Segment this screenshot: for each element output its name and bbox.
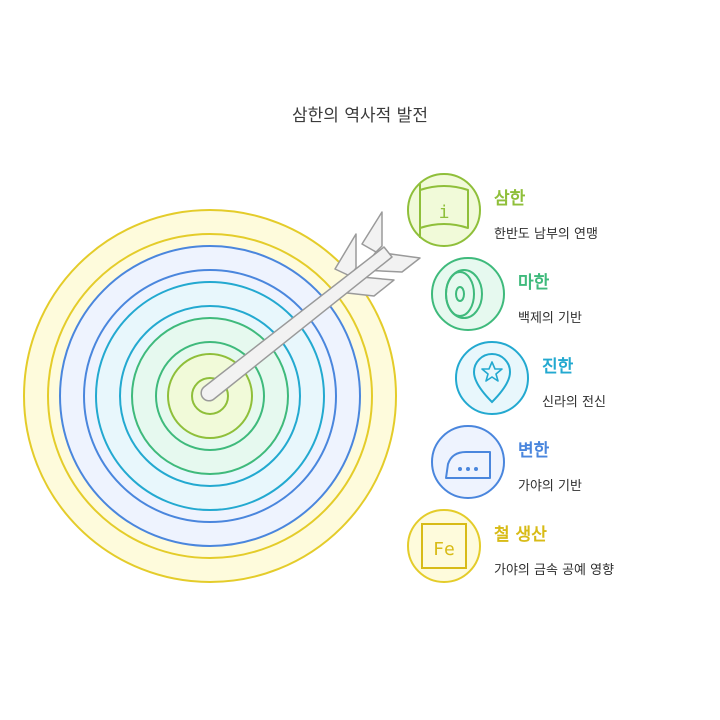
item-desc-iron: 가야의 금속 공예 영향 — [494, 563, 614, 578]
iron-element-symbol: Fe — [433, 539, 455, 560]
arrow-fletching-top — [361, 211, 383, 253]
item-desc-mahan: 백제의 기반 — [518, 311, 582, 326]
icons: i Fe — [407, 173, 529, 583]
item-desc-byeonhan: 가야의 기반 — [518, 479, 582, 494]
item-title-samhan: 삼한 — [494, 189, 526, 209]
location-star-icon — [455, 341, 529, 415]
item-title-iron: 철 생산 — [494, 525, 547, 545]
arrow — [200, 211, 421, 402]
diagram-title: 삼한의 역사적 발전 — [292, 106, 428, 126]
item-title-byeonhan: 변한 — [518, 441, 550, 461]
flag-info-icon: i — [407, 173, 481, 247]
item-title-mahan: 마한 — [518, 273, 550, 293]
item-desc-samhan: 한반도 남부의 연맹 — [494, 227, 598, 242]
items: 삼한 한반도 남부의 연맹 마한 백제의 기반 진한 신라의 전신 변한 가야의… — [494, 189, 614, 578]
arrow-shaft — [200, 246, 393, 402]
arrow-fletching-top-2 — [334, 233, 357, 277]
clothes-iron-icon — [431, 425, 505, 499]
iron-element-icon: Fe — [407, 509, 481, 583]
item-title-jinhan: 진한 — [542, 357, 574, 377]
svg-text:i: i — [439, 202, 450, 223]
shield-icon — [431, 257, 505, 331]
item-desc-jinhan: 신라의 전신 — [542, 395, 606, 410]
